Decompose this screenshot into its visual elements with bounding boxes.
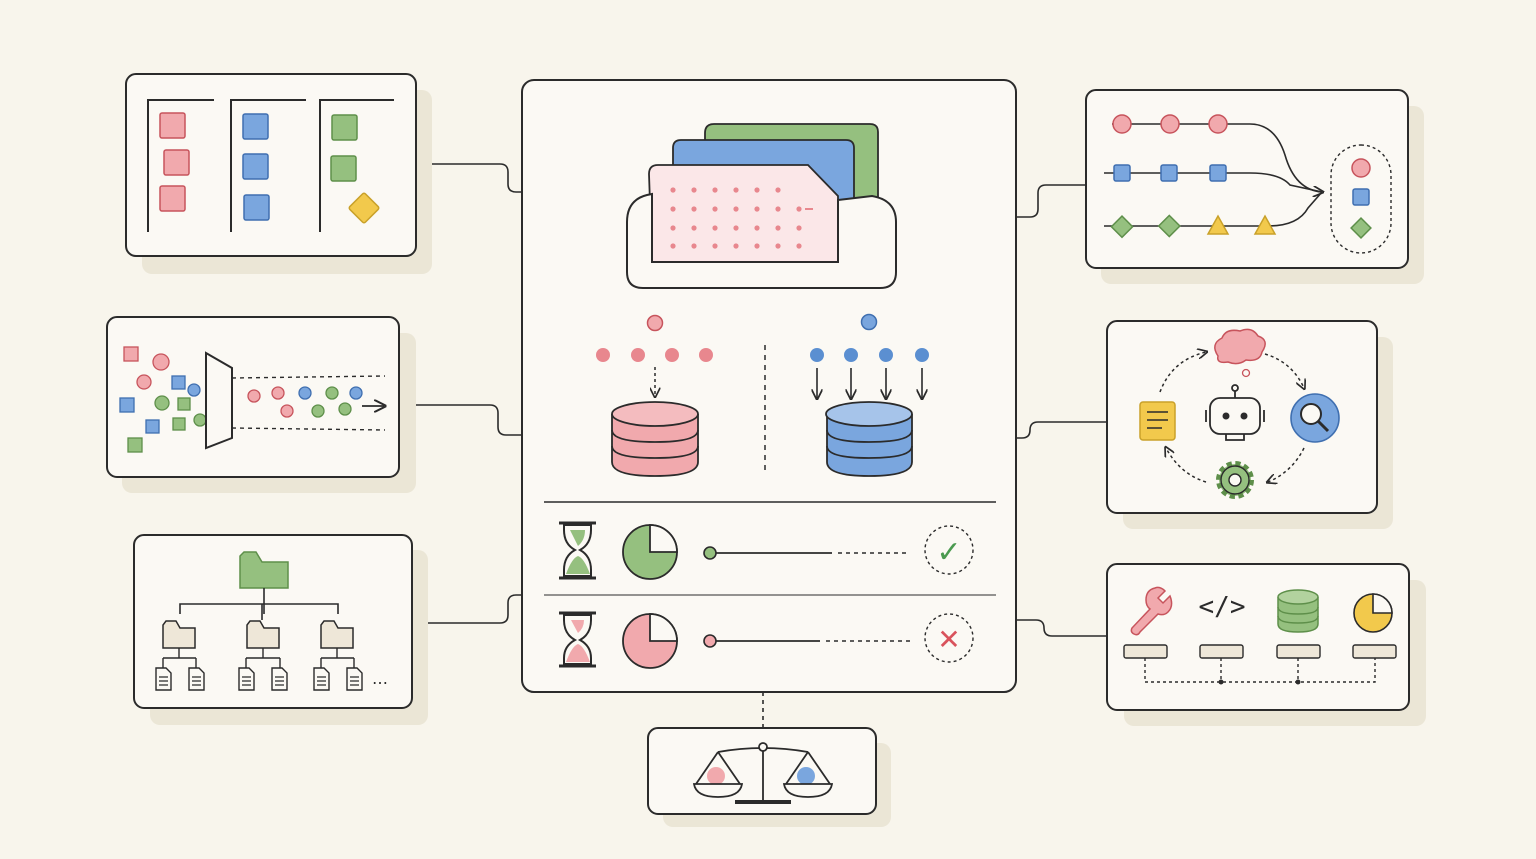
kanban-column-3 [330, 114, 380, 224]
ellipsis-text: … [372, 669, 388, 688]
robot-icon [1205, 384, 1265, 441]
cross-circle-icon: ✕ [924, 613, 974, 663]
filtered-stream [231, 375, 385, 431]
blue-database-icon [825, 401, 913, 477]
merge-flow-icon [1104, 114, 1392, 254]
folder-tree-icon: … [155, 551, 388, 691]
connector-merge [1016, 184, 1086, 218]
connector-agent [1016, 421, 1108, 439]
magnifier-icon [1290, 393, 1340, 443]
subfolder-1-icon [162, 620, 196, 649]
funnel-card [106, 316, 416, 493]
connector-kanban [417, 163, 522, 193]
kanban-column-2 [242, 113, 270, 221]
tool-slots [1123, 644, 1397, 659]
balance-scale-icon [692, 742, 834, 804]
code-icon: </> [1199, 592, 1246, 622]
merge-flow-card [1085, 89, 1424, 284]
hourglass-icon [559, 611, 596, 668]
folder-tree-card: … [133, 534, 428, 725]
subfolder-2-icon [246, 620, 280, 649]
pie-chart-icon [622, 524, 678, 580]
thought-cloud-icon [1214, 328, 1266, 378]
red-database-icon [611, 401, 699, 477]
blue-database-group [810, 313, 929, 477]
red-database-group [596, 314, 713, 477]
pie-chart-icon [1353, 593, 1393, 633]
tool-bus [1144, 658, 1376, 683]
hourglass-icon [559, 521, 596, 580]
check-circle-icon: ✓ [924, 525, 974, 575]
connector-funnel [400, 404, 522, 436]
loop-arrows [1159, 352, 1304, 482]
root-folder-icon [239, 551, 289, 589]
status-row-failure: ✕ [559, 611, 974, 669]
connector-tree [412, 594, 522, 624]
tools-card: </> [1106, 563, 1426, 726]
kanban-card [125, 73, 432, 274]
pie-chart-icon [622, 613, 678, 669]
center-panel: ✓ ✕ [521, 79, 1017, 693]
kanban-column-1 [159, 112, 190, 212]
connector-tools [1016, 619, 1108, 637]
wrench-icon [1130, 586, 1173, 636]
kanban-board-icon [147, 99, 394, 232]
database-icon [1277, 589, 1319, 633]
note-icon [1139, 401, 1176, 441]
scattered-shapes [119, 346, 207, 453]
card-dot-grid [670, 187, 813, 249]
failure-mark: ✕ [937, 623, 960, 656]
funnel-filter-icon [205, 351, 233, 450]
connector-lines [400, 163, 1108, 728]
balance-scale-card [647, 727, 891, 827]
status-row-success: ✓ [559, 521, 974, 580]
gear-icon [1216, 461, 1254, 499]
agent-loop-card [1106, 320, 1393, 529]
subfolder-3-icon [320, 620, 354, 649]
card-inbox-tray-icon [626, 123, 897, 289]
success-mark: ✓ [936, 535, 961, 570]
code-glyph: </> [1199, 592, 1246, 622]
